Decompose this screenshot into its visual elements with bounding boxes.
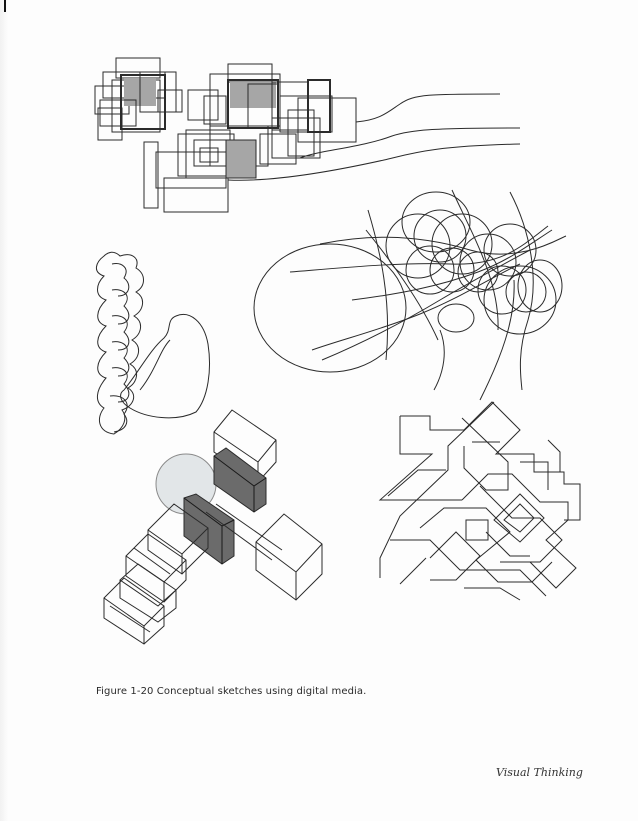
running-footer: Visual Thinking — [496, 766, 583, 779]
scan-shadow — [0, 0, 8, 821]
isometric-boxes-sketch — [103, 409, 323, 645]
binding-mark — [4, 0, 6, 12]
scalloped-chain-sketch — [96, 251, 210, 435]
figure-caption: Figure 1-20 Conceptual sketches using di… — [96, 686, 367, 697]
angular-maze-sketch — [378, 401, 581, 601]
tangled-loops-sketch — [253, 189, 567, 401]
overlapping-rectangles-plan — [94, 57, 521, 213]
